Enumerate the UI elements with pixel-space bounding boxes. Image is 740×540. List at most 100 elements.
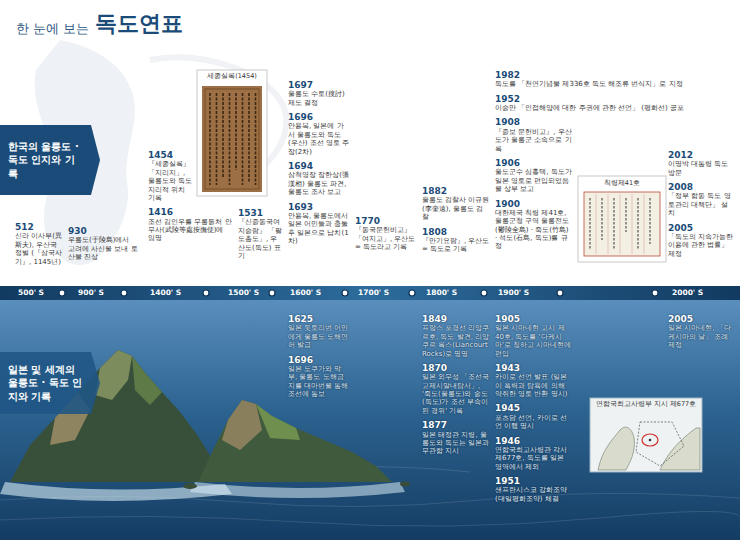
sea-ground — [0, 300, 740, 540]
event-text: 포츠담 선언, 카이로 선언 이행 명시 — [495, 414, 573, 431]
event-text: 삼척영장 장한상(張漢相) 울릉도 파견, 울릉도 조사 보고 — [288, 171, 350, 196]
event-text: 우릉도(于陵島)에서 고려에 사신을 보내 토산물 진상 — [68, 236, 138, 261]
event-text: 프랑스 포경선 리앙쿠르호, 독도 발견, 리앙쿠르 록스(Liancourt … — [422, 324, 490, 358]
island-highlight — [256, 404, 300, 440]
century-label: 1800' S — [426, 288, 457, 298]
event-text: 일본 시마네현, 「다케시마의 날」 조례 제정 — [668, 324, 734, 349]
year-label: 1694 — [288, 161, 350, 171]
event-text: 일본 시마네현 고시 제40호, 독도를 '다케시마'로 칭하고 시마네현에 편… — [495, 324, 573, 358]
edict-paper — [584, 192, 660, 256]
year-label: 1870 — [422, 363, 490, 373]
map-coast — [598, 427, 634, 470]
year-label: 1882 — [422, 186, 490, 196]
map-boundary — [636, 422, 684, 466]
category-text: 한국의 울릉도 · 독도 인지와 기록 — [8, 140, 84, 181]
year-label: 2005 — [668, 223, 734, 233]
year-label: 1951 — [495, 476, 573, 486]
event-text: 일본 도쿠가와 막부, 울릉도 도해금지를 대마번을 통해 조선에 통보 — [288, 365, 350, 399]
timeline-column: 2005일본 시마네현, 「다케시마의 날」 조례 제정 — [668, 314, 734, 355]
photo-caption: 연합국최고사령부 지시 제677호 — [593, 400, 699, 408]
event-text: 이승만 「인접해양에 대한 주권에 관한 선언」 (평화선) 공포 — [495, 104, 685, 112]
year-label: 512 — [15, 222, 65, 232]
year-label: 1906 — [495, 158, 685, 168]
event-text: 카이로 선언 발표 (일본이 폭력과 탐욕에 의해 약취한 영토 반환 명시) — [495, 373, 573, 398]
island-highlight — [95, 350, 132, 400]
paper-grid — [596, 194, 644, 254]
map-frame — [590, 398, 702, 472]
event-text: 이명박 대통령 독도 방문 — [668, 160, 734, 177]
timeline-column: 512신라 이사부(異斯夫), 우산국 정벌 (『삼국사기』, 1145년) — [15, 222, 65, 271]
year-label: 1982 — [495, 70, 685, 80]
event-text: 연합국최고사령관 각서 제677호, 독도를 일본 영역에서 제외 — [495, 446, 573, 471]
century-label: 1400' S — [150, 288, 181, 298]
map-circle — [642, 434, 658, 446]
arrow-box-outline — [0, 125, 100, 195]
timeline-dot — [203, 290, 209, 296]
event-text: 『신증동국여지승람』 「팔도총도」, 우산도(독도) 표기 — [238, 218, 284, 260]
island-highlight — [132, 356, 162, 405]
year-label: 2005 — [668, 314, 734, 324]
main-title: 독도연표 — [95, 13, 183, 35]
event-text: 울릉도 수토(搜討) 제도 결정 — [288, 90, 350, 107]
title-prefix: 한 눈에 보는 — [16, 22, 89, 36]
year-label: 1946 — [495, 436, 573, 446]
category-text: 일본 및 세계의 울릉도 · 독도 인지와 기록 — [8, 363, 84, 404]
year-label: 2012 — [668, 150, 734, 160]
event-text: 「독도의 지속가능한 이용에 관한 법률」 제정 — [668, 233, 734, 258]
grid-line — [608, 194, 609, 254]
timeline-column: 1849프랑스 포경선 리앙쿠르호, 독도 발견, 리앙쿠르 록스(Lianco… — [422, 314, 490, 461]
century-label: 1600' S — [290, 288, 321, 298]
script-column — [229, 93, 231, 185]
year-label: 1945 — [495, 403, 573, 413]
timeline-column: 1454『세종실록』 「지리지」, 울릉도와 독도 지리적 위치 기록1416조… — [148, 150, 232, 248]
dokdo-islands — [0, 350, 410, 501]
photo-frame — [197, 70, 267, 196]
year-label: 1697 — [288, 80, 350, 90]
year-label: 1416 — [148, 207, 232, 217]
event-text: 일본 돗토리번 어민에게 울릉도 도해면허 발급 — [288, 324, 350, 349]
event-text: 「정부 합동 독도 영토관리 대책단」 설치 — [668, 192, 734, 217]
timeline-column: 1531『신증동국여지승람』 「팔도총도」, 우산도(독도) 표기 — [238, 208, 284, 265]
timeline-dot — [269, 290, 275, 296]
timeline-dot — [481, 290, 487, 296]
event-text: 신라 이사부(異斯夫), 우산국 정벌 (『삼국사기』, 1145년) — [15, 232, 65, 266]
event-text: 안용복, 일본에 가서 울릉도와 독도(우산) 조선 영토 주장(2차) — [288, 122, 350, 156]
old-document — [202, 86, 262, 192]
script-column — [222, 93, 224, 178]
rock — [183, 483, 197, 489]
year-label: 1877 — [422, 420, 490, 430]
script-column — [613, 198, 614, 250]
timeline-column: 1905일본 시마네현 고시 제40호, 독도를 '다케시마'로 칭하고 시마네… — [495, 314, 573, 508]
timeline-column: 1697울릉도 수토(搜討) 제도 결정 1696안용복, 일본에 가서 울릉도와… — [288, 80, 350, 250]
script-column — [649, 198, 650, 244]
year-label: 1696 — [288, 355, 350, 365]
event-text: 샌프란시스코 강화조약 (대일평화조약) 체결 — [495, 486, 573, 503]
script-column — [209, 93, 211, 185]
timeline-dot — [121, 290, 127, 296]
timeline-column: 1882울릉도 검찰사 이규원(李奎遠), 울릉도 검찰1808『만기요람』, … — [422, 186, 490, 259]
script-column — [248, 93, 250, 182]
event-text: 울도군수 심흥택, 독도가 일본 영토로 편입되었음을 상부 보고 — [495, 168, 573, 193]
event-text: 『증보 문헌비고』, 우산도가 울릉군 소속으로 기록 — [495, 128, 573, 153]
timeline-band — [0, 286, 740, 300]
year-label: 1696 — [288, 112, 350, 122]
sejong-sillok-photo — [197, 70, 267, 196]
map-island — [649, 439, 652, 442]
timeline-dot — [557, 290, 563, 296]
script-column — [637, 198, 638, 250]
scapin-map — [590, 398, 702, 472]
top-ground — [0, 0, 740, 300]
year-label: 1900 — [495, 199, 685, 209]
timeline-column: 930우릉도(于陵島)에서 고려에 사신을 보내 토산물 진상 — [68, 226, 138, 267]
event-text: 조선 김인우를 무릉등처 안무사(武陵等處按撫使)에 임명 — [148, 218, 232, 243]
year-label: 1531 — [238, 208, 284, 218]
century-label: 2000' S — [672, 288, 703, 298]
timeline-column: 1625일본 돗토리번 어민에게 울릉도 도해면허 발급 1696일본 도쿠가와 … — [288, 314, 350, 403]
year-label: 1625 — [288, 314, 350, 324]
timeline-column: 1982독도를 「천연기념물 제336호 독도 해조류 번식지」로 지정1952… — [495, 70, 685, 256]
grid-line — [620, 194, 621, 254]
script-column — [242, 93, 244, 185]
wave — [0, 511, 740, 526]
document-script — [210, 93, 256, 185]
